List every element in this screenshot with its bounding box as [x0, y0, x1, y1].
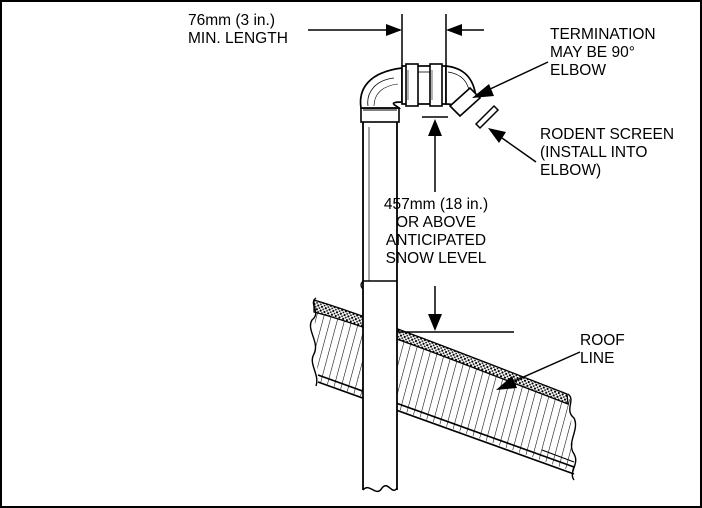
- roof-bottom-edge: [317, 374, 575, 468]
- label-min-length: 76mm (3 in.) MIN. LENGTH: [188, 12, 288, 48]
- label-rodent-screen: RODENT SCREEN (INSTALL INTO ELBOW): [540, 126, 674, 180]
- label-snow-level: 457mm (18 in.) OR ABOVE ANTICIPATED SNOW…: [378, 196, 494, 268]
- label-termination: TERMINATION MAY BE 90° ELBOW: [550, 26, 656, 80]
- rodent-screen: [474, 104, 500, 130]
- label-min-length-line1: 76mm (3 in.): [188, 12, 275, 29]
- leader-roof-line: [496, 351, 581, 390]
- label-roof-line-line1: ROOF: [580, 332, 625, 349]
- label-termination-line2: MAY BE 90°: [550, 44, 635, 61]
- label-rodent-screen-line1: RODENT SCREEN: [540, 126, 675, 143]
- label-roof-line-line2: LINE: [580, 350, 615, 367]
- label-roof-line: ROOF LINE: [580, 332, 625, 368]
- roof-lower-line: [541, 449, 575, 463]
- lower-elbow: [359, 67, 403, 109]
- label-snow-level-line1: 457mm (18 in.): [383, 196, 489, 213]
- label-snow-level-line3: ANTICIPATED: [385, 232, 487, 249]
- leader-termination: [472, 61, 549, 98]
- label-rodent-screen-line2: (INSTALL INTO: [540, 144, 648, 161]
- roof-section: [309, 297, 577, 481]
- label-rodent-screen-line3: ELBOW): [540, 162, 602, 179]
- pipe-break-bottom: [362, 485, 398, 493]
- label-min-length-line2: MIN. LENGTH: [188, 30, 288, 47]
- label-snow-level-line4: SNOW LEVEL: [385, 250, 487, 267]
- roof-break-right: [567, 393, 577, 481]
- label-snow-level-line2: OR ABOVE: [395, 214, 477, 231]
- leader-rodent-screen: [488, 128, 537, 163]
- roof-break-left: [309, 297, 318, 387]
- label-termination-line3: ELBOW: [550, 62, 606, 79]
- dim-snow-level: [397, 116, 514, 333]
- dim-min-length: [308, 14, 484, 66]
- label-termination-line1: TERMINATION: [550, 26, 656, 43]
- vent-elbow-assembly: [359, 63, 500, 130]
- roof-bottom-edge-2: [317, 381, 575, 475]
- vent-pipe: [360, 107, 400, 493]
